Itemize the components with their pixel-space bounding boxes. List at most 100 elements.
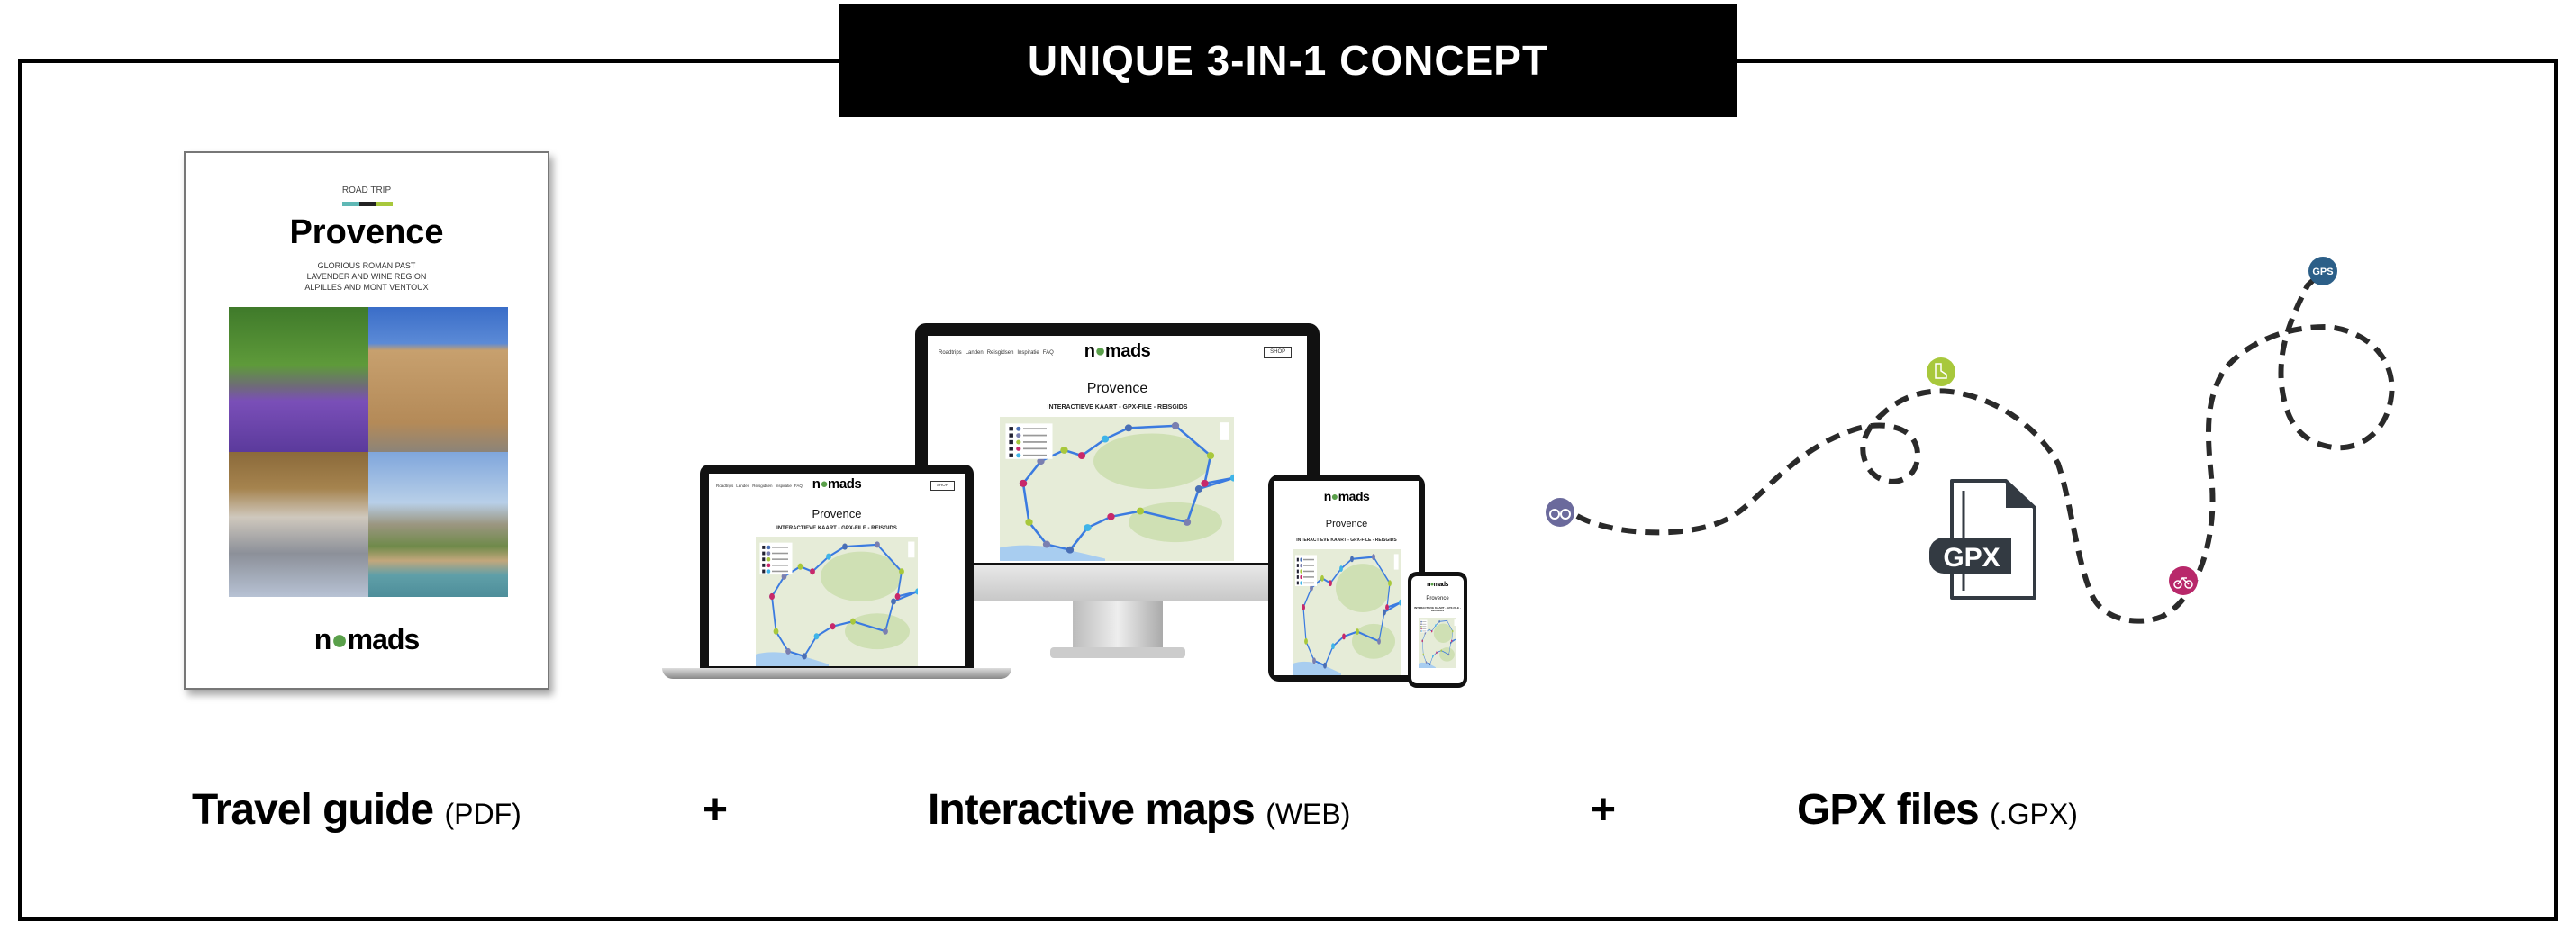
route-map[interactable] xyxy=(1000,417,1238,561)
map-marker[interactable] xyxy=(773,628,779,635)
nomads-logo[interactable]: n●mads xyxy=(812,476,862,492)
map-marker[interactable] xyxy=(1042,540,1051,548)
map-marker[interactable] xyxy=(883,628,888,635)
map-marker[interactable] xyxy=(1356,628,1359,635)
map-marker[interactable] xyxy=(1438,619,1440,623)
map-marker[interactable] xyxy=(1440,649,1442,652)
travel-guide-cover: ROAD TRIP Provence GLORIOUS ROMAN PAST L… xyxy=(184,151,549,690)
route-map[interactable] xyxy=(756,537,921,666)
map-marker[interactable] xyxy=(1431,629,1433,633)
nomads-logo[interactable]: n●mads xyxy=(1084,341,1151,361)
map-marker[interactable] xyxy=(1323,662,1327,669)
map-marker[interactable] xyxy=(1377,637,1381,645)
map-marker[interactable] xyxy=(891,598,896,605)
map-marker[interactable] xyxy=(1025,518,1033,526)
map-marker[interactable] xyxy=(1429,663,1431,666)
route-map[interactable] xyxy=(1419,618,1457,668)
map-marker[interactable] xyxy=(1066,546,1075,554)
map-marker[interactable] xyxy=(1302,604,1305,611)
map-marker[interactable] xyxy=(830,623,836,630)
page-title: Provence xyxy=(1325,519,1368,529)
map-marker[interactable] xyxy=(875,541,880,548)
map-marker[interactable] xyxy=(1422,653,1424,656)
map-marker[interactable] xyxy=(1447,653,1450,656)
nav-item[interactable]: Landen xyxy=(965,350,984,356)
map-marker[interactable] xyxy=(785,647,791,655)
map-marker[interactable] xyxy=(781,573,787,580)
nav-item[interactable]: Inspiratie xyxy=(1017,350,1039,356)
page-subtitle: INTERACTIEVE KAART - GPX-FILE - REISGIDS xyxy=(776,526,897,531)
map-marker[interactable] xyxy=(1304,637,1308,645)
map-marker[interactable] xyxy=(797,563,803,570)
map-marker[interactable] xyxy=(1084,524,1092,532)
map-marker[interactable] xyxy=(802,653,807,660)
map-marker[interactable] xyxy=(1350,556,1354,563)
plus-sign: + xyxy=(1591,786,1617,834)
map-marker[interactable] xyxy=(1312,657,1316,664)
map-marker[interactable] xyxy=(1436,651,1438,655)
nav-item[interactable]: Roadtrips xyxy=(716,484,734,488)
map-marker[interactable] xyxy=(842,543,848,550)
map-marker[interactable] xyxy=(1194,485,1203,493)
map-marker[interactable] xyxy=(1201,479,1209,487)
map-marker[interactable] xyxy=(1329,580,1332,587)
map-marker[interactable] xyxy=(1331,643,1335,650)
map-marker[interactable] xyxy=(1171,421,1180,429)
guide-subtitle: ALPILLES AND MONT VENTOUX xyxy=(304,283,429,292)
map-marker[interactable] xyxy=(1432,655,1434,658)
map-marker[interactable] xyxy=(1425,661,1428,664)
map-marker[interactable] xyxy=(1383,609,1386,616)
map-marker[interactable] xyxy=(813,633,820,640)
map-legend xyxy=(1420,619,1428,633)
guide-title: Provence xyxy=(289,213,444,251)
map-marker[interactable] xyxy=(1136,507,1145,515)
map-marker[interactable] xyxy=(894,592,901,601)
shop-button[interactable]: SHOP xyxy=(930,481,955,491)
nav-item[interactable]: Landen xyxy=(736,484,750,488)
map-marker[interactable] xyxy=(1320,574,1324,582)
map-marker[interactable] xyxy=(769,592,775,601)
map-marker[interactable] xyxy=(1107,512,1115,520)
nav-item[interactable]: Inspiratie xyxy=(775,484,792,488)
map-marker[interactable] xyxy=(1019,479,1028,487)
map-marker[interactable] xyxy=(826,553,831,560)
nav-item[interactable]: FAQ xyxy=(794,484,803,488)
map-marker[interactable] xyxy=(1206,452,1215,460)
nav-item[interactable]: Reisgidsen xyxy=(986,350,1014,356)
route-map[interactable] xyxy=(1293,549,1402,675)
map-marker[interactable] xyxy=(810,568,815,575)
map-marker[interactable] xyxy=(1342,633,1346,640)
map-marker[interactable] xyxy=(850,618,856,625)
arena-photo xyxy=(368,307,508,452)
map-marker[interactable] xyxy=(1037,457,1045,465)
map-marker[interactable] xyxy=(1424,631,1427,635)
map-marker[interactable] xyxy=(1435,624,1437,627)
nav-item[interactable]: FAQ xyxy=(1042,350,1054,356)
map-marker[interactable] xyxy=(1310,584,1313,592)
map-marker[interactable] xyxy=(1060,446,1068,454)
dashed-route xyxy=(1575,268,2395,624)
nav-item[interactable]: Reisgidsen xyxy=(752,484,773,488)
map-marker[interactable] xyxy=(1451,639,1453,643)
nav-item[interactable]: Roadtrips xyxy=(939,350,962,356)
map-marker[interactable] xyxy=(1421,639,1423,643)
nomads-logo[interactable]: n●mads xyxy=(1427,582,1448,588)
shop-button[interactable]: SHOP xyxy=(1264,347,1293,358)
map-marker[interactable] xyxy=(1339,565,1343,572)
map-marker[interactable] xyxy=(1385,604,1389,611)
map-marker[interactable] xyxy=(1452,629,1454,633)
guide-color-bar xyxy=(342,202,394,206)
map-marker[interactable] xyxy=(1101,435,1110,443)
map-marker[interactable] xyxy=(1124,424,1133,432)
map-marker[interactable] xyxy=(1372,554,1375,561)
map-marker[interactable] xyxy=(1388,580,1392,587)
nomads-logo[interactable]: n●mads xyxy=(1323,489,1370,503)
map-marker[interactable] xyxy=(1183,518,1192,526)
map-marker[interactable] xyxy=(1077,452,1086,460)
map-marker[interactable] xyxy=(1450,641,1452,645)
page-subtitle: INTERACTIEVE KAART - GPX-FILE - REISGIDS xyxy=(1047,404,1188,411)
guide-subtitle: GLORIOUS ROMAN PAST xyxy=(317,261,416,270)
map-marker[interactable] xyxy=(899,568,904,575)
